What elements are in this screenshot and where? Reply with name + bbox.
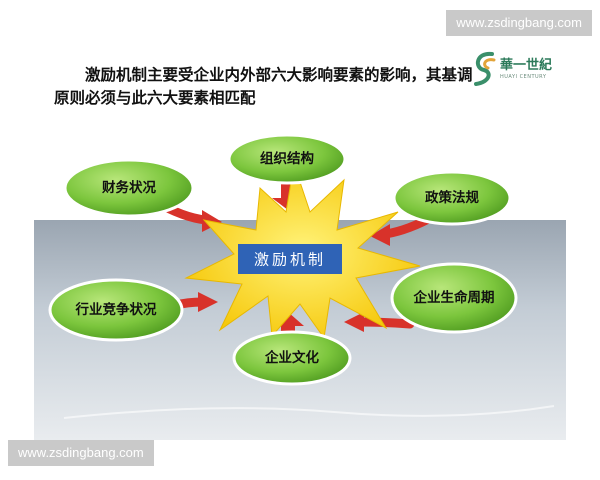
company-logo: 華一世紀 HUAYI CENTURY (470, 48, 562, 92)
decorative-wave (63, 405, 555, 419)
node-label: 政策法规 (425, 189, 479, 206)
node-corporate-culture: 企业文化 (232, 330, 352, 386)
node-industry-competition: 行业竞争状况 (48, 278, 184, 342)
node-life-cycle: 企业生命周期 (390, 262, 518, 334)
watermark-bottom: www.zsdingbang.com (8, 440, 154, 466)
slide-heading: 激励机制主要受企业内外部六大影响要素的影响，其基调原则必须与此六大要素相匹配 (54, 66, 473, 107)
center-label: 激励机制 (254, 251, 326, 269)
logo-subtext: HUAYI CENTURY (500, 74, 547, 80)
slide: 激励机制主要受企业内外部六大影响要素的影响，其基调原则必须与此六大要素相匹配 華… (34, 40, 566, 440)
node-label: 财务状况 (101, 179, 156, 196)
node-label: 企业生命周期 (413, 289, 495, 306)
node-policy-regulation: 政策法规 (392, 170, 512, 226)
node-financial-status: 财务状况 (63, 158, 195, 218)
node-org-structure: 组织结构 (227, 133, 347, 185)
node-label: 组织结构 (260, 150, 314, 167)
center-box: 激励机制 (238, 244, 342, 274)
node-label: 企业文化 (264, 349, 319, 366)
node-label: 行业竞争状况 (75, 301, 157, 318)
watermark-top: www.zsdingbang.com (446, 10, 592, 36)
influence-diagram: 激励机制 组织结构 财务状况 政策法规 行业竞争状况 企业生命周期 企业文化 (48, 133, 555, 419)
logo-text: 華一世紀 (500, 58, 553, 73)
arrow-icon (344, 312, 415, 332)
logo-swirl-icon (474, 51, 496, 86)
